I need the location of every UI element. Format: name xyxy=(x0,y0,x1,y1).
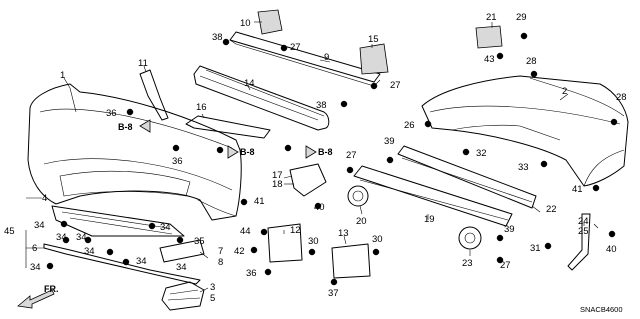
callout-9: 9 xyxy=(324,52,329,63)
callout-26: 26 xyxy=(404,120,415,131)
leader-lines xyxy=(25,21,599,293)
callout-34: 34 xyxy=(34,220,45,231)
fog-socket-20 xyxy=(347,185,369,207)
bracket-24 xyxy=(567,213,591,271)
callout-4: 4 xyxy=(42,193,47,204)
callout-28: 28 xyxy=(526,56,537,67)
callout-27: 27 xyxy=(346,150,357,161)
license-plate-13 xyxy=(331,243,371,279)
callout-24: 24 xyxy=(578,216,589,227)
callout-3: 3 xyxy=(210,282,215,293)
rear-absorber xyxy=(397,145,537,209)
ref-b8-label: B-8 xyxy=(240,147,255,157)
fog-light-grille xyxy=(161,281,205,311)
bracket-21 xyxy=(475,25,503,49)
callout-34: 34 xyxy=(76,232,87,243)
callout-27: 27 xyxy=(500,260,511,271)
callout-38: 38 xyxy=(212,32,223,43)
ref-b8-group: B-8 B-8 B-8 xyxy=(118,119,333,159)
callout-29: 29 xyxy=(516,12,527,23)
callout-37: 37 xyxy=(328,288,339,299)
callout-36: 36 xyxy=(246,268,257,279)
callout-5: 5 xyxy=(210,293,215,304)
callout-40: 40 xyxy=(314,202,325,213)
bracket-16 xyxy=(185,115,271,139)
bracket-11 xyxy=(139,69,169,121)
callout-2: 2 xyxy=(562,86,567,97)
diagram-code: SNACB4600 xyxy=(580,305,623,314)
callout-45: 45 xyxy=(4,226,15,237)
callout-7: 7 xyxy=(218,246,223,257)
callout-35: 35 xyxy=(194,236,205,247)
front-bumper-cover xyxy=(27,83,242,221)
fasteners xyxy=(46,32,618,286)
callout-27: 27 xyxy=(390,80,401,91)
callout-23: 23 xyxy=(462,258,473,269)
callout-22: 22 xyxy=(546,204,557,215)
callout-36: 36 xyxy=(172,156,183,167)
ref-b8-label: B-8 xyxy=(318,147,333,157)
callout-11: 11 xyxy=(138,58,148,69)
rear-bumper-cover xyxy=(421,75,629,187)
callout-13: 13 xyxy=(338,228,349,239)
callout-41: 41 xyxy=(254,196,265,207)
callout-32: 32 xyxy=(476,148,487,159)
callout-38: 38 xyxy=(316,100,327,111)
ref-b8-label: B-8 xyxy=(118,122,133,132)
callout-17: 17 xyxy=(272,170,283,181)
callout-14: 14 xyxy=(244,78,255,89)
callout-16: 16 xyxy=(196,102,207,113)
callout-1: 1 xyxy=(60,70,65,81)
callout-44: 44 xyxy=(240,226,251,237)
callout-40: 40 xyxy=(606,244,617,255)
rear-bumper-beam xyxy=(353,165,513,227)
callout-34: 34 xyxy=(30,262,41,273)
callout-28: 28 xyxy=(616,92,627,103)
callout-21: 21 xyxy=(486,12,497,23)
callout-42: 42 xyxy=(234,246,245,257)
callout-34: 34 xyxy=(136,256,147,267)
bracket-10 xyxy=(257,9,283,35)
callout-33: 33 xyxy=(518,162,529,173)
callout-30: 30 xyxy=(308,236,319,247)
callout-30: 30 xyxy=(372,234,383,245)
callout-labels: 1 2 3 4 5 6 7 8 9 10 11 12 13 14 15 16 1… xyxy=(4,12,627,304)
callout-34: 34 xyxy=(160,222,171,233)
callout-34: 34 xyxy=(84,246,95,257)
front-absorber xyxy=(193,65,330,131)
callout-20: 20 xyxy=(356,216,367,227)
callout-36: 36 xyxy=(106,108,117,119)
callout-8: 8 xyxy=(218,257,223,268)
callout-34: 34 xyxy=(176,262,187,273)
bracket-15 xyxy=(359,43,389,75)
fog-socket-23 xyxy=(458,226,482,250)
callout-18: 18 xyxy=(272,179,283,190)
license-bracket-12 xyxy=(267,223,303,263)
callout-19: 19 xyxy=(424,214,435,225)
callout-31: 31 xyxy=(530,243,541,254)
callout-39: 39 xyxy=(504,224,515,235)
front-side-spacer xyxy=(159,239,205,263)
callout-12: 12 xyxy=(290,225,301,236)
callout-34: 34 xyxy=(56,232,67,243)
callout-15: 15 xyxy=(368,34,379,45)
callout-39: 39 xyxy=(384,136,395,147)
front-direction-label: FR. xyxy=(44,284,59,294)
front-direction-arrow: FR. xyxy=(17,284,59,309)
lower-grille xyxy=(43,205,201,285)
bracket-17 xyxy=(289,163,327,197)
callout-10: 10 xyxy=(240,18,251,29)
callout-27: 27 xyxy=(290,42,301,53)
callout-43: 43 xyxy=(484,54,495,65)
callout-6: 6 xyxy=(32,243,37,254)
callout-41: 41 xyxy=(572,184,583,195)
callout-25: 25 xyxy=(578,226,589,237)
